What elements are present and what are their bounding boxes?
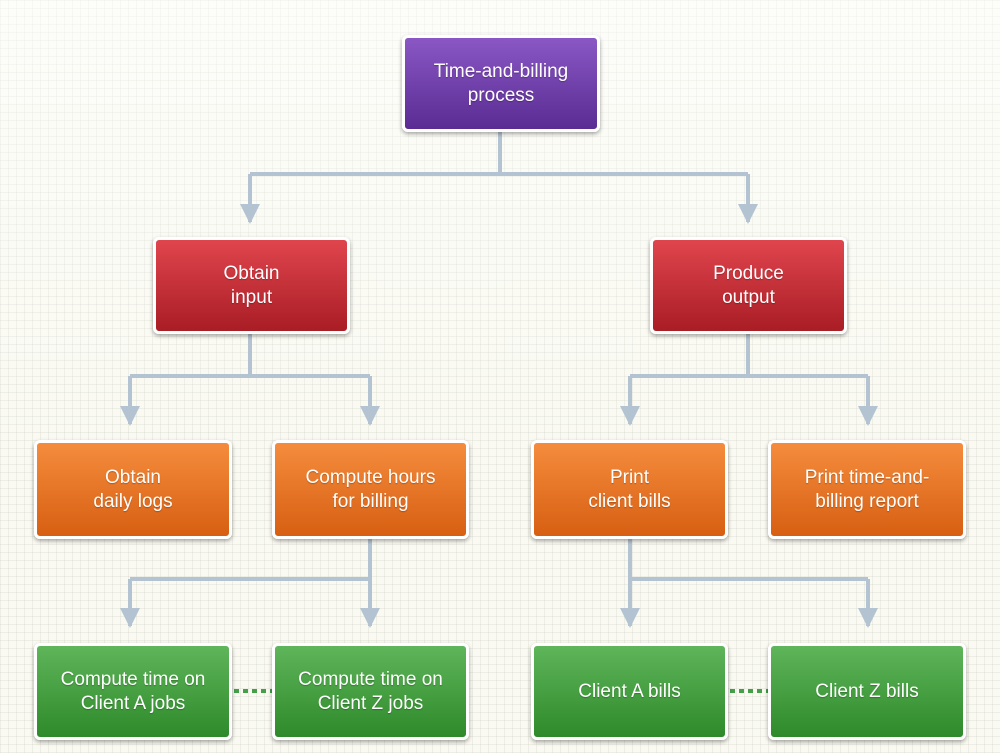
node-label-line2: billing report — [815, 490, 919, 512]
node-time-and-billing-process: Time-and-billing process — [402, 35, 600, 132]
node-label-line1: Obtain — [105, 466, 161, 488]
node-obtain-input: Obtain input — [153, 237, 350, 334]
node-print-time-and-billing-report: Print time-and- billing report — [768, 440, 966, 539]
node-label-line1: Time-and-billing — [433, 60, 569, 82]
node-label: Client A bills — [578, 680, 681, 702]
node-label-line1: Compute hours — [305, 466, 436, 488]
node-label-line1: Compute time on — [60, 668, 206, 690]
node-label-line1: Compute time on — [298, 668, 443, 690]
node-label-line1: Print time-and- — [804, 466, 930, 488]
node-label-line2: process — [467, 84, 535, 106]
node-label-line2: for billing — [332, 490, 409, 512]
node-client-a-bills: Client A bills — [531, 643, 728, 740]
node-label-line2: Client Z jobs — [317, 692, 424, 714]
node-print-client-bills: Print client bills — [531, 440, 728, 539]
node-label-line1: Print — [609, 466, 650, 488]
node-compute-hours-for-billing: Compute hours for billing — [272, 440, 469, 539]
node-obtain-daily-logs: Obtain daily logs — [34, 440, 232, 539]
node-label-line2: output — [722, 286, 775, 308]
node-label: Client Z bills — [815, 680, 919, 702]
node-produce-output: Produce output — [650, 237, 847, 334]
node-label-line2: Client A jobs — [80, 692, 186, 714]
node-compute-time-client-z-jobs: Compute time on Client Z jobs — [272, 643, 469, 740]
node-compute-time-client-a-jobs: Compute time on Client A jobs — [34, 643, 232, 740]
node-label-line2: daily logs — [93, 490, 173, 512]
node-label-line2: input — [230, 286, 273, 308]
node-client-z-bills: Client Z bills — [768, 643, 966, 740]
node-label-line2: client bills — [588, 490, 671, 512]
node-label-line1: Obtain — [223, 262, 280, 284]
node-label-line1: Produce — [713, 262, 784, 284]
